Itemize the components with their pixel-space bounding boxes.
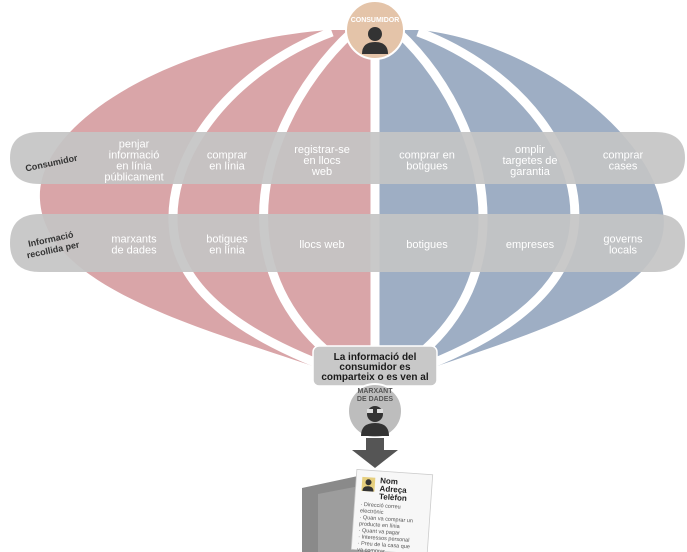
balloon-lobe	[175, 30, 270, 372]
cell-text-line: en línia	[209, 245, 245, 257]
doc-item: electrònic	[360, 508, 384, 516]
cell-text-line: botigues	[206, 234, 248, 246]
doc-header-line: Nom	[380, 476, 398, 486]
cell-text-line: públicament	[104, 172, 163, 184]
person-icon	[362, 27, 388, 54]
cell-text-line: botigues	[406, 161, 448, 173]
broker-line: DE DADES	[357, 396, 394, 403]
cell-text-line: comprar	[603, 150, 644, 162]
doc-header-line: Adreça	[379, 484, 407, 495]
cell-text-line: en línia	[116, 161, 152, 173]
consumer-badge: CONSUMIDOR	[345, 0, 405, 60]
doc-item: · Quan va comprar un	[359, 515, 413, 525]
doc-item: producte en línia	[359, 521, 401, 530]
profile-folder: Nom Adreça Telèfon · Direcció correu ele…	[302, 469, 434, 552]
masked-broker-icon	[361, 406, 389, 436]
doc-item: · Preu de la casa que	[357, 541, 410, 551]
cell-text-line: omplir	[515, 144, 545, 156]
person-card-icon	[361, 476, 376, 492]
data-broker-badge: MARXANT DE DADES	[347, 383, 403, 439]
cell-text-line: locals	[609, 245, 638, 257]
cell-text-line: empreses	[506, 239, 555, 251]
cell-text-line: en llocs	[303, 155, 341, 167]
cell-text-line: marxants	[111, 234, 157, 246]
shared-info-box: La informació del consumidor es comparte…	[312, 345, 438, 387]
doc-header-line: Telèfon	[379, 492, 408, 503]
doc-item: · Quant va pagar	[358, 528, 400, 537]
band-consumer	[10, 132, 685, 184]
band-collected-by	[10, 214, 685, 272]
balloon-lobe	[39, 30, 175, 372]
cell-text-line: comprar en	[399, 150, 455, 162]
cell-text-line: comprar	[207, 150, 248, 162]
doc-item: · Interessos personal	[358, 534, 410, 544]
info-line: comparteix o es ven al	[321, 372, 428, 383]
cell-text-line: garantia	[510, 166, 551, 178]
balloon-lobe	[270, 30, 375, 372]
balloon-lobes	[39, 30, 664, 372]
consumer-title: CONSUMIDOR	[351, 17, 400, 24]
down-arrow-icon	[352, 438, 398, 468]
broker-line: MARXANT	[358, 388, 394, 395]
cell-text-line: informació	[109, 150, 160, 162]
cell-text-line: cases	[609, 161, 638, 173]
cell-text-line: registrar-se	[294, 144, 350, 156]
doc-item-list: · Direcció correu electrònic· Quan va co…	[357, 502, 413, 552]
cell-text-line: targetes de	[502, 155, 557, 167]
doc-item: · Direcció correu	[360, 502, 401, 511]
balloon-lobe	[570, 30, 664, 372]
info-line: La informació del	[334, 352, 417, 363]
cell-text-line: botigues	[406, 239, 448, 251]
cell-text-line: penjar	[119, 139, 150, 151]
cell-text-line: llocs web	[299, 239, 344, 251]
cell-text-line: web	[311, 166, 332, 178]
info-line: consumidor es	[339, 362, 411, 373]
cell-text-line: de dades	[111, 245, 157, 257]
profile-document: Nom Adreça Telèfon · Direcció correu ele…	[350, 469, 434, 552]
cell-text-line: governs	[603, 234, 643, 246]
cell-text-line: en línia	[209, 161, 245, 173]
doc-item: va comprar	[357, 547, 385, 552]
